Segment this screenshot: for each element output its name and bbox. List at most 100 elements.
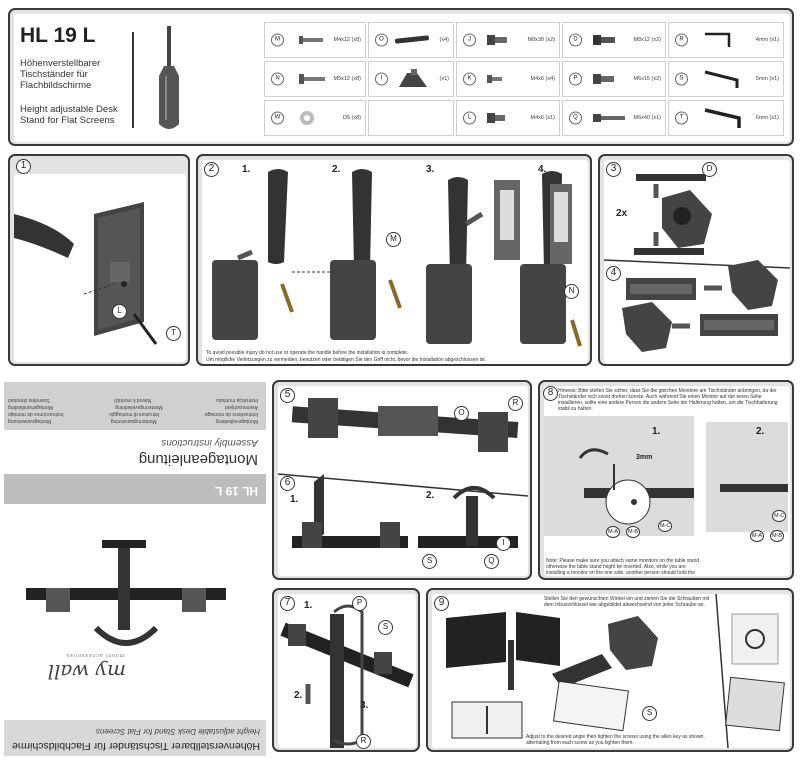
screw-icon [299,36,323,44]
screwdriver-icon [159,26,179,129]
part-cell-p: P M6x15 (x2) [562,61,666,97]
step-number: 7 [280,596,295,611]
step-number: 5 [280,388,295,403]
label-n: N [564,284,579,299]
step-number: 1 [16,159,31,174]
label-s: S [378,620,393,635]
cover-product-image [26,540,226,646]
part-cell-j: J M8x30 (x2) [456,22,560,58]
label-r: R [356,734,371,749]
part-qty: 5mm (x1) [755,76,779,82]
part-badge: S [675,72,688,86]
bolt-icon [593,74,614,84]
label-p: P [352,596,367,611]
step-3-illustration [604,174,790,352]
part-cell-k: K M4x6 (x4) [456,61,560,97]
label-ma: M-A [606,526,621,538]
part-cell-l: L M4x6 (x1) [456,100,560,136]
step-7-inner [278,594,416,748]
step-2-inner: To avoid possible injury do not use or o… [202,160,588,364]
part-qty: M6x40 (x1) [633,115,661,121]
part-qty: M4x12 (x8) [333,37,361,43]
label-s: S [422,554,437,569]
step-8-panel: Hinweis: Bitte stellen Sie sicher, dass … [538,380,794,580]
cover-brand: my wall [47,660,126,684]
step-8-inner: Hinweis: Bitte stellen Sie sicher, dass … [544,386,790,576]
part-badge: Q [569,111,582,125]
label-d: D [702,162,717,177]
part-cell-t: T 6mm (x1) [668,100,784,136]
clamp-icon [399,69,427,87]
allen-key-icon [705,32,731,47]
label-o: O [454,406,469,421]
part-qty: D5 (x8) [342,115,361,121]
cover-title-de: Höhenverstellbarer Tischständer für Flac… [11,740,260,752]
label-ma: M-A [750,530,765,542]
part-cell-m: M M4x12 (x8) [264,22,366,58]
step-number: 6 [280,476,295,491]
step-number: 3 [606,162,621,177]
part-badge: L [463,111,476,125]
part-cell-n: N M5x12 (x8) [264,61,366,97]
step-5-6-panel: 5 6 1. 2. O R I Q S [272,380,532,580]
header-inner: HL 19 L Höhenverstellbarer Tischständer … [14,14,790,142]
step-number: 8 [543,386,558,401]
quantity-2x: 2x [616,208,628,219]
substep-2: 2. [294,690,303,701]
lang-item: Monteringsanvisning [110,418,157,424]
substep-4: 4. [538,164,547,175]
step-number: 4 [606,266,621,281]
cover-manual-de: Montageanleitung [138,451,258,468]
substep-2: 2. [756,426,765,437]
substep-2: 2. [332,164,341,175]
title-en: Height adjustable Desk Stand for Flat Sc… [20,104,118,126]
cover-rotated: Höhenverstellbarer Tischständer für Flac… [4,382,266,756]
substep-1: 1. [290,494,299,505]
cover-brand-sub: mount accessories [65,652,124,658]
label-mc: M-C [772,510,787,522]
part-badge: P [569,72,582,86]
substep-1: 1. [304,600,313,611]
booklet-cover: Höhenverstellbarer Tischständer für Flac… [4,382,266,756]
adjust-en: Adjust to the desired angle then tighten… [526,734,705,746]
step-2-illustration [212,169,582,347]
step-5-6-illustration [278,398,528,548]
lang-item: Montagevejledning [216,418,258,424]
step-number: 9 [434,596,449,611]
parts-grid: M M4x12 (x8) N M5x12 (x8) W D5 (x8) O (x… [264,22,784,136]
allen-key-icon [704,108,741,128]
lang-item: Instrukcja montażu [216,397,258,403]
part-cell-r: R 4mm (x1) [668,22,784,58]
cover-title-en: Height adjustable Desk Stand for Flat Sc… [95,727,260,736]
step-1-panel: 1 [8,154,190,366]
header-divider [132,32,134,128]
part-qty: M8x30 (x2) [527,37,555,43]
substep-2: 2. [426,490,435,501]
allen-key-icon [704,70,739,88]
part-cell-o: O (x4) [368,22,454,58]
label-mb: M-B [626,526,641,538]
step-number: 2 [204,162,219,177]
part-qty: M4x6 (x1) [530,115,555,121]
model-title: HL 19 L [20,24,96,47]
part-cell-i: I (x1) [368,61,454,97]
label-r: R [508,396,523,411]
step-1-inner [14,174,186,362]
part-cell-d: D M8x12 (x2) [562,22,666,58]
part-badge: I [375,72,388,86]
part-qty: M6x15 (x2) [633,76,661,82]
cover-model: HL 19 L [214,484,258,498]
part-cell-empty [368,100,454,136]
label-l: L [112,304,127,319]
warning-de: Um mögliche Verletzungen zu vermeiden, b… [206,357,487,363]
step-2-panel: To avoid possible injury do not use or o… [196,154,592,366]
label-i: I [496,536,511,551]
part-cell-q: Q M6x40 (x1) [562,100,666,136]
part-qty: (x1) [439,76,449,82]
label-q: Q [484,554,499,569]
label-mb: M-B [770,530,785,542]
bolt-icon [487,35,507,45]
